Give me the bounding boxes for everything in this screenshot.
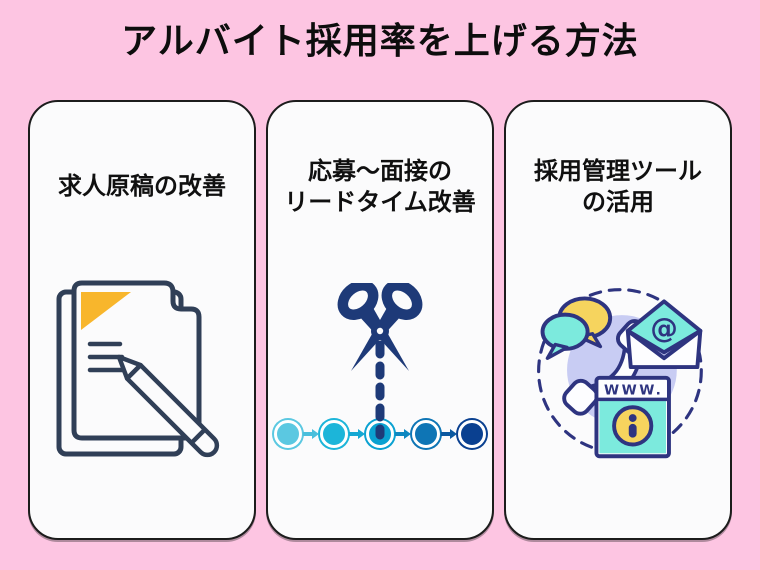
heading-line: の活用 [582,189,654,216]
document-pencil-icon [56,280,220,458]
timeline-steps [272,418,488,450]
card-lead-time-heading: 応募〜面接の リードタイム改善 [284,148,476,226]
card-recruitment-tools-heading: 採用管理ツール の活用 [534,148,702,226]
at-symbol: @ [650,314,677,345]
fold-triangle [81,292,131,330]
heading-line: 応募〜面接の [308,157,452,185]
contact-tools-icon: @ WWW. [537,288,703,459]
www-label: WWW. [604,383,663,399]
card-job-posting: 求人原稿の改善 [28,100,256,540]
chat-bubbles-icon [540,296,613,360]
heading-line: 採用管理ツール [534,157,702,185]
email-icon: @ [625,299,703,370]
page-title: アルバイト採用率を上げる方法 [121,20,639,61]
scissors-timeline-icon [272,283,488,450]
heading-line: リードタイム改善 [284,189,476,216]
pencil-icon [116,354,220,458]
card-job-posting-heading: 求人原稿の改善 [58,148,226,226]
card-recruitment-tools: 採用管理ツール の活用 [504,100,732,540]
cards-row: 求人原稿の改善 応募〜面接の リードタイム改善 [28,100,732,540]
website-icon: WWW. [594,375,671,459]
scissors-icon [337,283,423,371]
card-lead-time: 応募〜面接の リードタイム改善 [266,100,494,540]
heading-line: 求人原稿の改善 [58,173,226,201]
